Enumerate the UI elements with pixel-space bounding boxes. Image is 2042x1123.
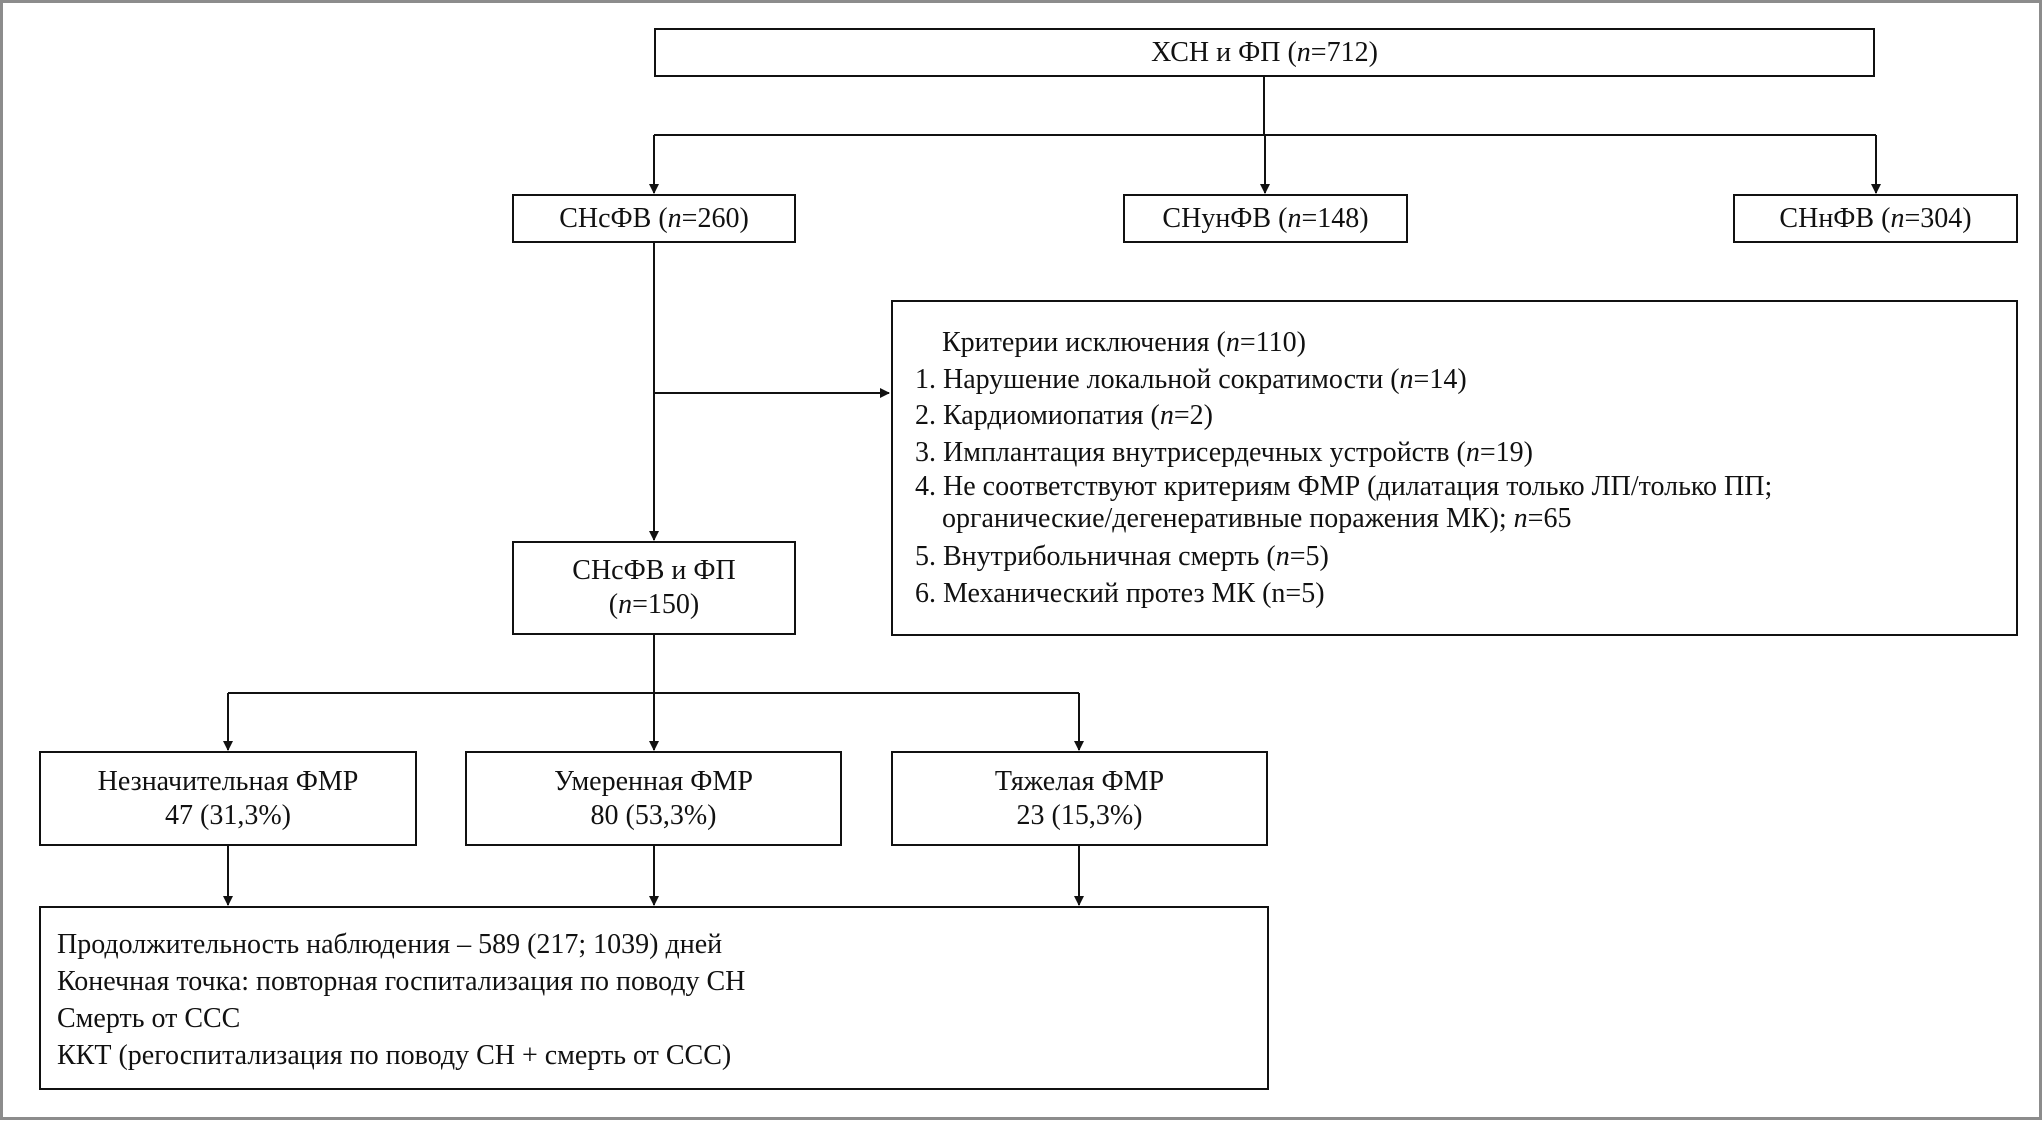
exclusion-criteria-box: Критерии исключения (n=110) 1. Нарушение… [891, 300, 2018, 636]
exclusion-item: 3. Имплантация внутрисердечных устройств… [915, 436, 1533, 468]
node-hfpef-af-title: СНсФВ и ФП [572, 555, 736, 586]
node-severe-fmr-value: 23 (15,3%) [1016, 799, 1143, 831]
node-hfmref: СНунФВ (n=148) [1123, 194, 1408, 243]
node-severe-fmr-title: Тяжелая ФМР [994, 765, 1165, 797]
observation-line: Конечная точка: повторная госпитализация… [57, 966, 746, 997]
node-hfref-label: СНнФВ (n=304) [1779, 202, 1972, 234]
observation-box: Продолжительность наблюдения – 589 (217;… [39, 906, 1269, 1090]
node-mild-fmr-value: 47 (31,3%) [165, 799, 291, 831]
node-hfref: СНнФВ (n=304) [1733, 194, 2018, 243]
node-hfpef: СНсФВ (n=260) [512, 194, 796, 243]
observation-line: Продолжительность наблюдения – 589 (217;… [57, 929, 723, 960]
exclusion-item-continued: органические/дегенеративные поражения МК… [942, 503, 1572, 534]
node-root: ХСН и ФП (n=712) [654, 28, 1875, 77]
observation-line: Смерть от ССС [57, 1003, 241, 1034]
node-hfpef-af: СНсФВ и ФП (n=150) [512, 541, 796, 635]
node-mild-fmr-title: Незначительная ФМР [97, 765, 359, 797]
node-moderate-fmr: Умеренная ФМР 80 (53,3%) [465, 751, 842, 846]
node-severe-fmr: Тяжелая ФМР 23 (15,3%) [891, 751, 1268, 846]
node-moderate-fmr-value: 80 (53,3%) [590, 799, 717, 831]
exclusion-item: 5. Внутрибольничная смерть (n=5) [915, 541, 1329, 572]
node-root-label: ХСН и ФП (n=712) [1151, 36, 1378, 68]
node-mild-fmr: Незначительная ФМР 47 (31,3%) [39, 751, 417, 846]
node-hfpef-label: СНсФВ (n=260) [559, 202, 749, 234]
exclusion-item: 6. Механический протез МК (n=5) [915, 577, 1325, 609]
node-moderate-fmr-title: Умеренная ФМР [554, 765, 753, 797]
exclusion-item: 4. Не соответствуют критериям ФМР (дилат… [915, 471, 1773, 502]
exclusion-header: Критерии исключения (n=110) [942, 327, 1306, 358]
exclusion-item: 2. Кардиомиопатия (n=2) [915, 400, 1214, 431]
node-hfmref-label: СНунФВ (n=148) [1162, 202, 1369, 234]
node-hfpef-af-count: (n=150) [608, 589, 700, 620]
connector-lines [223, 77, 1881, 906]
exclusion-item: 1. Нарушение локальной сократимости (n=1… [915, 363, 1467, 395]
observation-line: ККТ (регоспитализация по поводу СН + сме… [57, 1040, 732, 1071]
